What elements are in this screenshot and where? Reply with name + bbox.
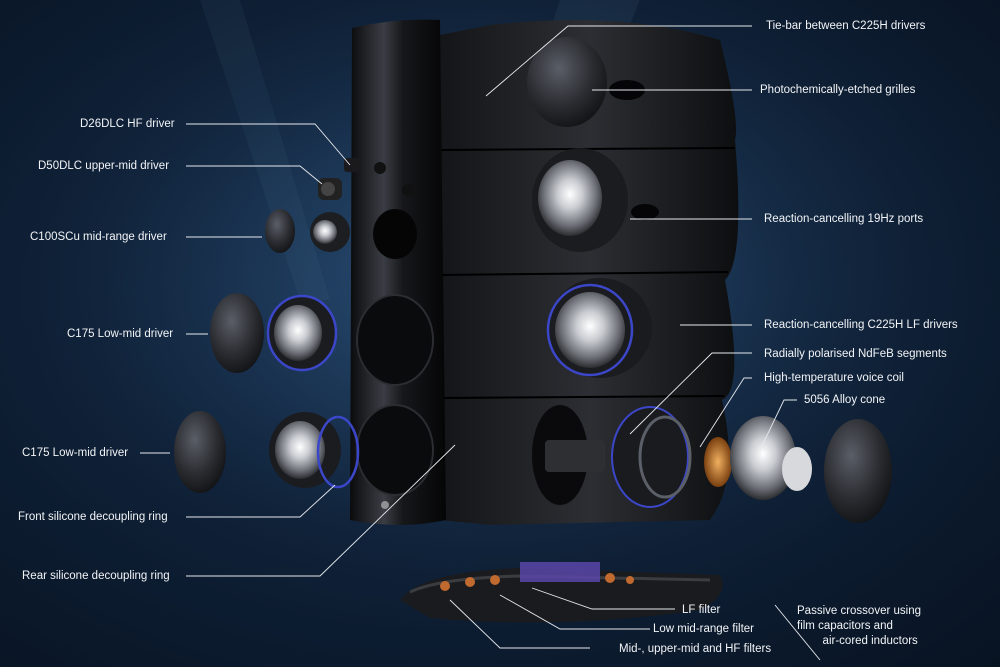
- label-lf-drivers: Reaction-cancelling C225H LF drivers: [764, 319, 958, 331]
- label-hf-filters: Mid-, upper-mid and HF filters: [619, 643, 772, 655]
- voice-coil: [704, 437, 732, 487]
- lf-driver-3: [555, 292, 625, 368]
- lf-driver-2: [538, 160, 602, 236]
- front-decoupling-ring: [316, 415, 360, 489]
- label-grilles: Photochemically-etched grilles: [760, 84, 916, 96]
- label-ports: Reaction-cancelling 19Hz ports: [764, 213, 924, 225]
- label-rear-ring: Rear silicone decoupling ring: [22, 570, 170, 582]
- label-low-mid-filter: Low mid-range filter: [653, 623, 754, 635]
- low-mid-driver-upper: [210, 293, 338, 373]
- lf-grille: [824, 419, 892, 523]
- front-column: [350, 19, 446, 526]
- label-tie-bar: Tie-bar between C225H drivers: [766, 20, 926, 32]
- low-mid-driver-lower: [174, 411, 360, 493]
- grille-1: [527, 37, 607, 127]
- label-ndfeb: Radially polarised NdFeB segments: [764, 348, 947, 360]
- mid-range-driver: [313, 220, 337, 244]
- label-mid-range-driver: C100SCu mid-range driver: [30, 231, 167, 243]
- light-ray: [200, 0, 330, 300]
- label-hf-driver: D26DLC HF driver: [80, 118, 175, 130]
- exploded-lf-driver: [545, 406, 892, 523]
- label-upper-mid-driver: D50DLC upper-mid driver: [38, 160, 170, 172]
- hf-driver-part: [344, 158, 360, 172]
- label-front-ring: Front silicone decoupling ring: [18, 511, 168, 523]
- label-crossover: Passive crossover using film capacitors …: [797, 605, 921, 647]
- mid-range-grille: [265, 209, 295, 253]
- front-small-drivers: [265, 158, 360, 253]
- alloy-cone: [730, 416, 796, 500]
- label-low-mid-driver-1: C175 Low-mid driver: [67, 328, 174, 340]
- label-lf-filter: LF filter: [682, 604, 721, 616]
- leader-lines: [140, 25, 821, 661]
- label-alloy-cone: 5056 Alloy cone: [804, 394, 886, 406]
- label-voice-coil: High-temperature voice coil: [764, 372, 904, 384]
- label-low-mid-driver-2: C175 Low-mid driver: [22, 447, 129, 459]
